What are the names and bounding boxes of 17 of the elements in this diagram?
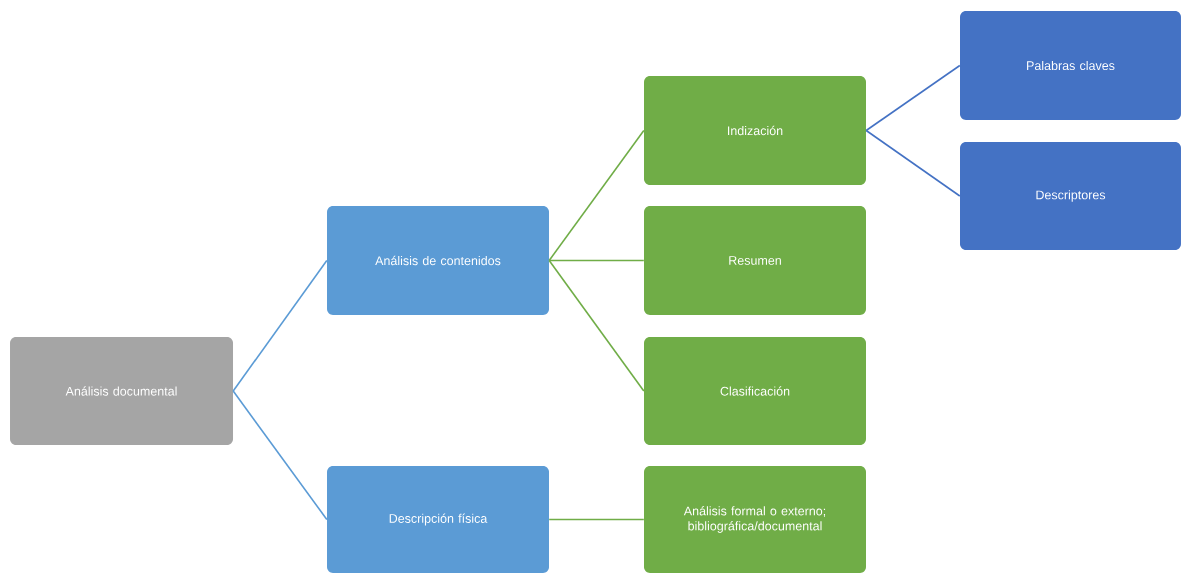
process-box: Indización	[644, 76, 866, 185]
connector-line	[865, 64, 961, 132]
process-box: Análisis formal o externo; bibliográfica/documental	[644, 466, 866, 573]
connector-line	[548, 259, 645, 392]
connector-line	[548, 518, 645, 521]
process-box: Clasificación	[644, 337, 866, 445]
connector-line	[865, 129, 961, 197]
connector-line	[548, 129, 645, 262]
connector-line	[232, 259, 328, 392]
connector-line	[548, 259, 645, 262]
root-box: Análisis documental	[10, 337, 233, 445]
connector-line	[232, 390, 328, 521]
term-box: Descriptores	[960, 142, 1181, 250]
term-box: Palabras claves	[960, 11, 1181, 120]
category-box: Análisis de contenidos	[327, 206, 549, 315]
category-box: Descripción física	[327, 466, 549, 573]
process-box: Resumen	[644, 206, 866, 315]
